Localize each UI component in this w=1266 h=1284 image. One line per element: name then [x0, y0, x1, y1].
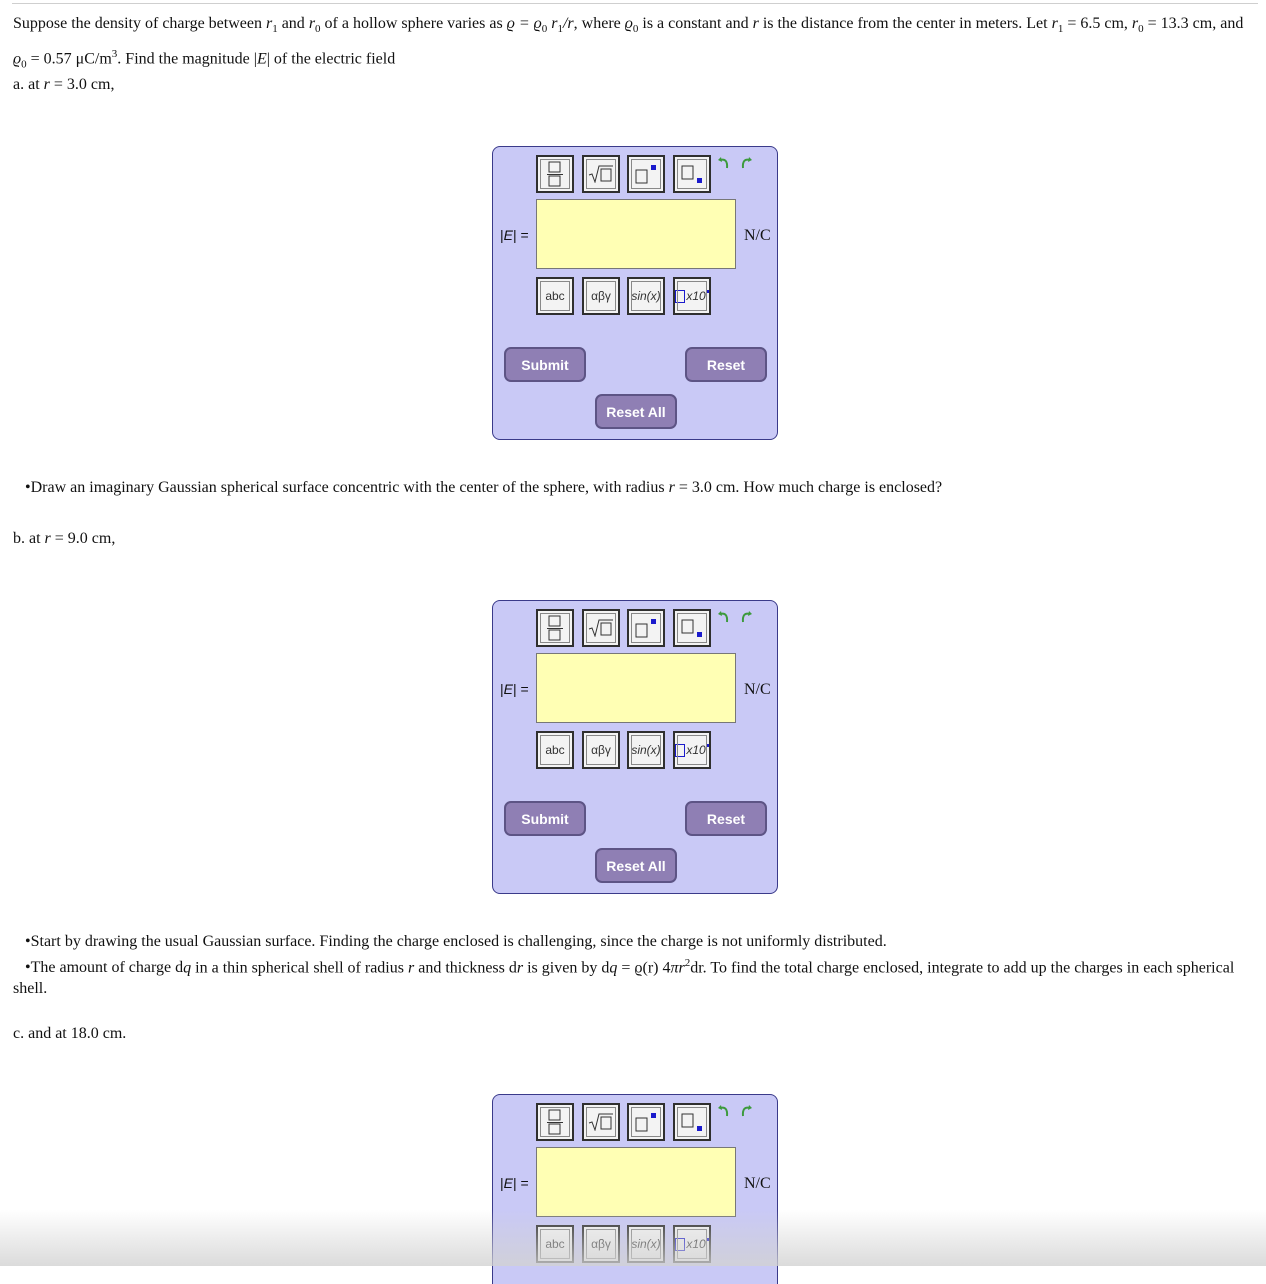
top-divider: [12, 3, 1258, 4]
function-button[interactable]: sin(x): [627, 731, 665, 769]
answer-input[interactable]: [536, 653, 736, 723]
answer-input[interactable]: [536, 1147, 736, 1217]
magnitude-label: |E| =: [500, 1175, 529, 1191]
hint-part-a: •Draw an imaginary Gaussian spherical su…: [25, 479, 943, 496]
sqrt-button[interactable]: [582, 1103, 620, 1141]
submit-button[interactable]: Submit: [504, 347, 586, 382]
hint-part-b-1: •Start by drawing the usual Gaussian sur…: [25, 933, 887, 950]
subscript-icon: [681, 619, 702, 637]
hint-part-b-2: •The amount of charge dq in a thin spher…: [13, 957, 1235, 998]
greek-button[interactable]: αβγ: [582, 277, 620, 315]
superscript-icon: [635, 619, 656, 638]
scientific-notation-button[interactable]: x10: [673, 277, 711, 315]
answer-input[interactable]: [536, 199, 736, 269]
reset-all-button[interactable]: Reset All: [595, 394, 677, 429]
fraction-icon: [547, 161, 563, 187]
unit-label: N/C: [744, 681, 771, 698]
sqrt-icon: [588, 165, 613, 183]
part-c-label: c. and at 18.0 cm.: [13, 1025, 127, 1042]
subscript-icon: [681, 1113, 702, 1131]
exponent-dot-icon: [705, 743, 709, 747]
unit-label: N/C: [744, 1175, 771, 1192]
answer-widget-a: |E| = N/C abc αβγ sin(x) x10 Submit Rese…: [492, 146, 778, 440]
redo-icon[interactable]: [739, 155, 753, 169]
answer-widget-b: |E| = N/C abc αβγ sin(x) x10 Submit Rese…: [492, 600, 778, 894]
undo-icon[interactable]: [717, 609, 731, 623]
text-mode-button[interactable]: abc: [536, 731, 574, 769]
undo-icon[interactable]: [717, 1103, 731, 1117]
bottom-scroll-shadow: [0, 1210, 1266, 1266]
reset-button[interactable]: Reset: [685, 347, 767, 382]
magnitude-label: |E| =: [500, 227, 529, 243]
placeholder-box-icon: [675, 743, 686, 757]
reset-all-button[interactable]: Reset All: [595, 848, 677, 883]
subscript-button[interactable]: [673, 609, 711, 647]
sqrt-icon: [588, 1113, 613, 1131]
unit-label: N/C: [744, 227, 771, 244]
subscript-button[interactable]: [673, 155, 711, 193]
placeholder-box-icon: [675, 289, 686, 303]
sqrt-button[interactable]: [582, 155, 620, 193]
submit-button[interactable]: Submit: [504, 801, 586, 836]
problem-statement: Suppose the density of charge between r1…: [13, 15, 1244, 71]
part-b-label: b. at r = 9.0 cm,: [13, 530, 116, 547]
redo-icon[interactable]: [739, 1103, 753, 1117]
superscript-button[interactable]: [627, 609, 665, 647]
fraction-button[interactable]: [536, 609, 574, 647]
sqrt-button[interactable]: [582, 609, 620, 647]
greek-button[interactable]: αβγ: [582, 731, 620, 769]
superscript-button[interactable]: [627, 155, 665, 193]
scientific-notation-button[interactable]: x10: [673, 731, 711, 769]
magnitude-label: |E| =: [500, 681, 529, 697]
subscript-icon: [681, 165, 702, 183]
text-mode-button[interactable]: abc: [536, 277, 574, 315]
part-a-label: a. at r = 3.0 cm,: [13, 76, 115, 93]
function-button[interactable]: sin(x): [627, 277, 665, 315]
redo-icon[interactable]: [739, 609, 753, 623]
sqrt-icon: [588, 619, 613, 637]
superscript-icon: [635, 1113, 656, 1132]
exponent-dot-icon: [705, 289, 709, 293]
undo-icon[interactable]: [717, 155, 731, 169]
fraction-button[interactable]: [536, 1103, 574, 1141]
fraction-icon: [547, 615, 563, 641]
answer-widget-c: |E| = N/C abc αβγ sin(x) x10: [492, 1094, 778, 1284]
superscript-icon: [635, 165, 656, 184]
subscript-button[interactable]: [673, 1103, 711, 1141]
fraction-icon: [547, 1109, 563, 1135]
reset-button[interactable]: Reset: [685, 801, 767, 836]
fraction-button[interactable]: [536, 155, 574, 193]
superscript-button[interactable]: [627, 1103, 665, 1141]
